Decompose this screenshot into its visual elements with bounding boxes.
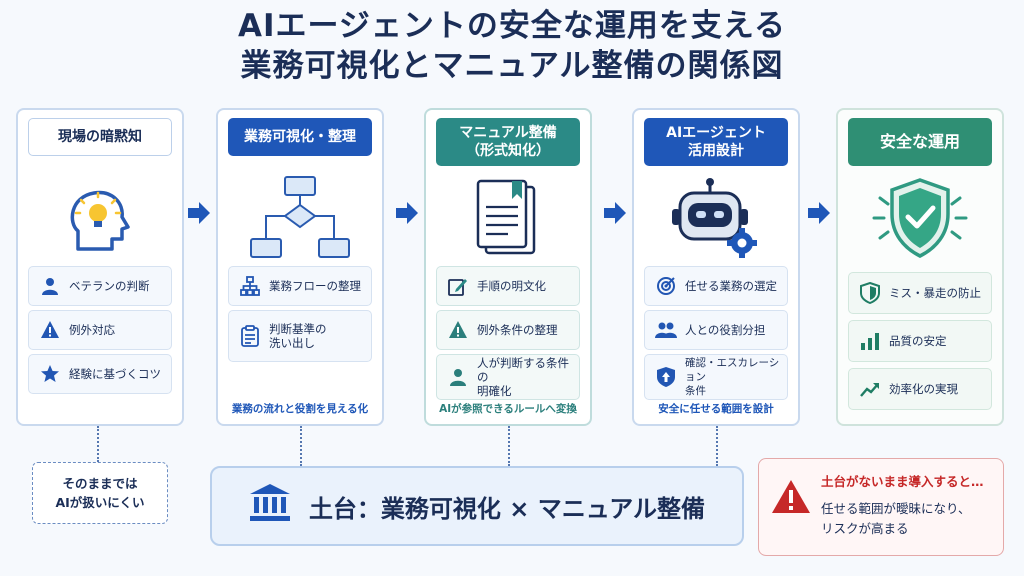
item-label: 人との役割分担	[685, 323, 766, 337]
title-line-2: 業務可視化とマニュアル整備の関係図	[240, 48, 784, 84]
column-safe-operation: 安全な運用 ミス・暴走の防止 品質の安定 効率化の実現	[836, 108, 1004, 426]
item-label: ベテランの判断	[69, 279, 150, 293]
list-item: 確認・エスカレーション 条件	[644, 354, 788, 400]
connector-line	[300, 426, 302, 466]
warning-line-2: リスクが高まる	[821, 521, 909, 536]
column-header-line-1: AIエージェント	[666, 125, 766, 141]
person-icon	[447, 366, 469, 388]
flowchart-icon	[218, 174, 382, 264]
item-label-line-1: 確認・エスカレーション	[685, 357, 780, 383]
warning-title: 土台がないまま導入すると…	[821, 474, 984, 489]
column-manual: マニュアル整備 （形式知化） 手順の明文化 例外条件の整理 人が判断する条件の …	[424, 108, 592, 426]
item-label-line-2: 条件	[685, 385, 706, 397]
list-item: 品質の安定	[848, 320, 992, 362]
column-header: 業務可視化・整理	[228, 118, 372, 156]
person-icon	[39, 275, 61, 297]
page-title: AIエージェントの安全な運用を支える 業務可視化とマニュアル整備の関係図	[0, 6, 1024, 86]
column-header-line-2: （形式知化）	[466, 143, 550, 159]
list-item: 例外条件の整理	[436, 310, 580, 350]
arrow-right-icon	[396, 202, 418, 224]
list-item: 効率化の実現	[848, 368, 992, 410]
column-header-line-1: マニュアル整備	[459, 125, 557, 141]
clipboard-icon	[239, 325, 261, 347]
note-line-2: AIが扱いにくい	[55, 495, 145, 510]
column-header: マニュアル整備 （形式知化）	[436, 118, 580, 166]
target-icon	[655, 275, 677, 297]
list-item: 業務フローの整理	[228, 266, 372, 306]
shield-check-icon	[838, 174, 1002, 264]
item-label: 判断基準の 洗い出し	[269, 322, 327, 350]
list-item: 例外対応	[28, 310, 172, 350]
list-item: 任せる業務の選定	[644, 266, 788, 306]
bar-chart-icon	[859, 330, 881, 352]
item-label: 品質の安定	[889, 334, 947, 348]
tacit-note: そのままでは AIが扱いにくい	[32, 462, 168, 524]
item-label: 例外対応	[69, 323, 115, 337]
bank-icon	[249, 483, 291, 529]
column-header: AIエージェント 活用設計	[644, 118, 788, 166]
warning-icon	[447, 319, 469, 341]
item-label-line-2: 明確化	[477, 384, 512, 398]
shield-arrow-icon	[655, 366, 677, 388]
title-line-1: AIエージェントの安全な運用を支える	[238, 8, 786, 44]
item-label: 例外条件の整理	[477, 323, 558, 337]
column-header: 現場の暗黙知	[28, 118, 172, 156]
item-label: 任せる業務の選定	[685, 279, 777, 293]
arrow-right-icon	[188, 202, 210, 224]
list-item: 人との役割分担	[644, 310, 788, 350]
list-item: ベテランの判断	[28, 266, 172, 306]
item-label: 手順の明文化	[477, 279, 546, 293]
column-caption: AIが参照できるルールへ変換	[439, 403, 577, 415]
connector-line	[97, 426, 99, 462]
foundation-label: 土台：業務可視化 × マニュアル整備	[308, 494, 706, 523]
list-item: ミス・暴走の防止	[848, 272, 992, 314]
edit-icon	[447, 275, 469, 297]
column-tacit-knowledge: 現場の暗黙知 ベテランの判断 例外対応 経験に基づくコツ	[16, 108, 184, 426]
document-icon	[426, 174, 590, 264]
note-line-1: そのままでは	[62, 476, 138, 491]
column-ai-design: AIエージェント 活用設計 任せる業務の選定 人との役割分担	[632, 108, 800, 426]
item-label: ミス・暴走の防止	[889, 286, 981, 300]
warning-line-1: 任せる範囲が曖昧になり、	[821, 501, 971, 516]
column-caption: 安全に任せる範囲を設計	[658, 403, 774, 415]
arrow-right-icon	[808, 202, 830, 224]
trend-up-icon	[859, 378, 881, 400]
column-header-line-2: 活用設計	[688, 143, 744, 159]
shield-icon	[859, 282, 881, 304]
org-chart-icon	[239, 275, 261, 297]
connector-line	[716, 426, 718, 466]
list-item: 経験に基づくコツ	[28, 354, 172, 394]
list-item: 判断基準の 洗い出し	[228, 310, 372, 362]
column-header: 安全な運用	[848, 118, 992, 166]
arrow-right-icon	[604, 202, 626, 224]
people-icon	[655, 319, 677, 341]
star-icon	[39, 363, 61, 385]
list-item: 人が判断する条件の 明確化	[436, 354, 580, 400]
robot-gear-icon	[634, 174, 798, 264]
item-label-line-1: 人が判断する条件の	[477, 356, 569, 384]
warning-icon	[39, 319, 61, 341]
list-item: 手順の明文化	[436, 266, 580, 306]
foundation-bar: 土台：業務可視化 × マニュアル整備	[210, 466, 744, 546]
head-lightbulb-icon	[18, 174, 182, 264]
warning-icon	[771, 479, 811, 519]
connector-line	[508, 426, 510, 466]
column-caption: 業務の流れと役割を見える化	[231, 403, 369, 415]
item-label: 経験に基づくコツ	[69, 367, 161, 381]
warning-box: 土台がないまま導入すると… 任せる範囲が曖昧になり、 リスクが高まる	[758, 458, 1004, 556]
warning-text: 任せる範囲が曖昧になり、 リスクが高まる	[821, 499, 971, 539]
item-label: 効率化の実現	[889, 382, 958, 396]
column-visualization: 業務可視化・整理 業務フローの整理 判断基準の 洗い出し 業務の流れと役割を見え…	[216, 108, 384, 426]
item-label: 業務フローの整理	[269, 279, 361, 293]
